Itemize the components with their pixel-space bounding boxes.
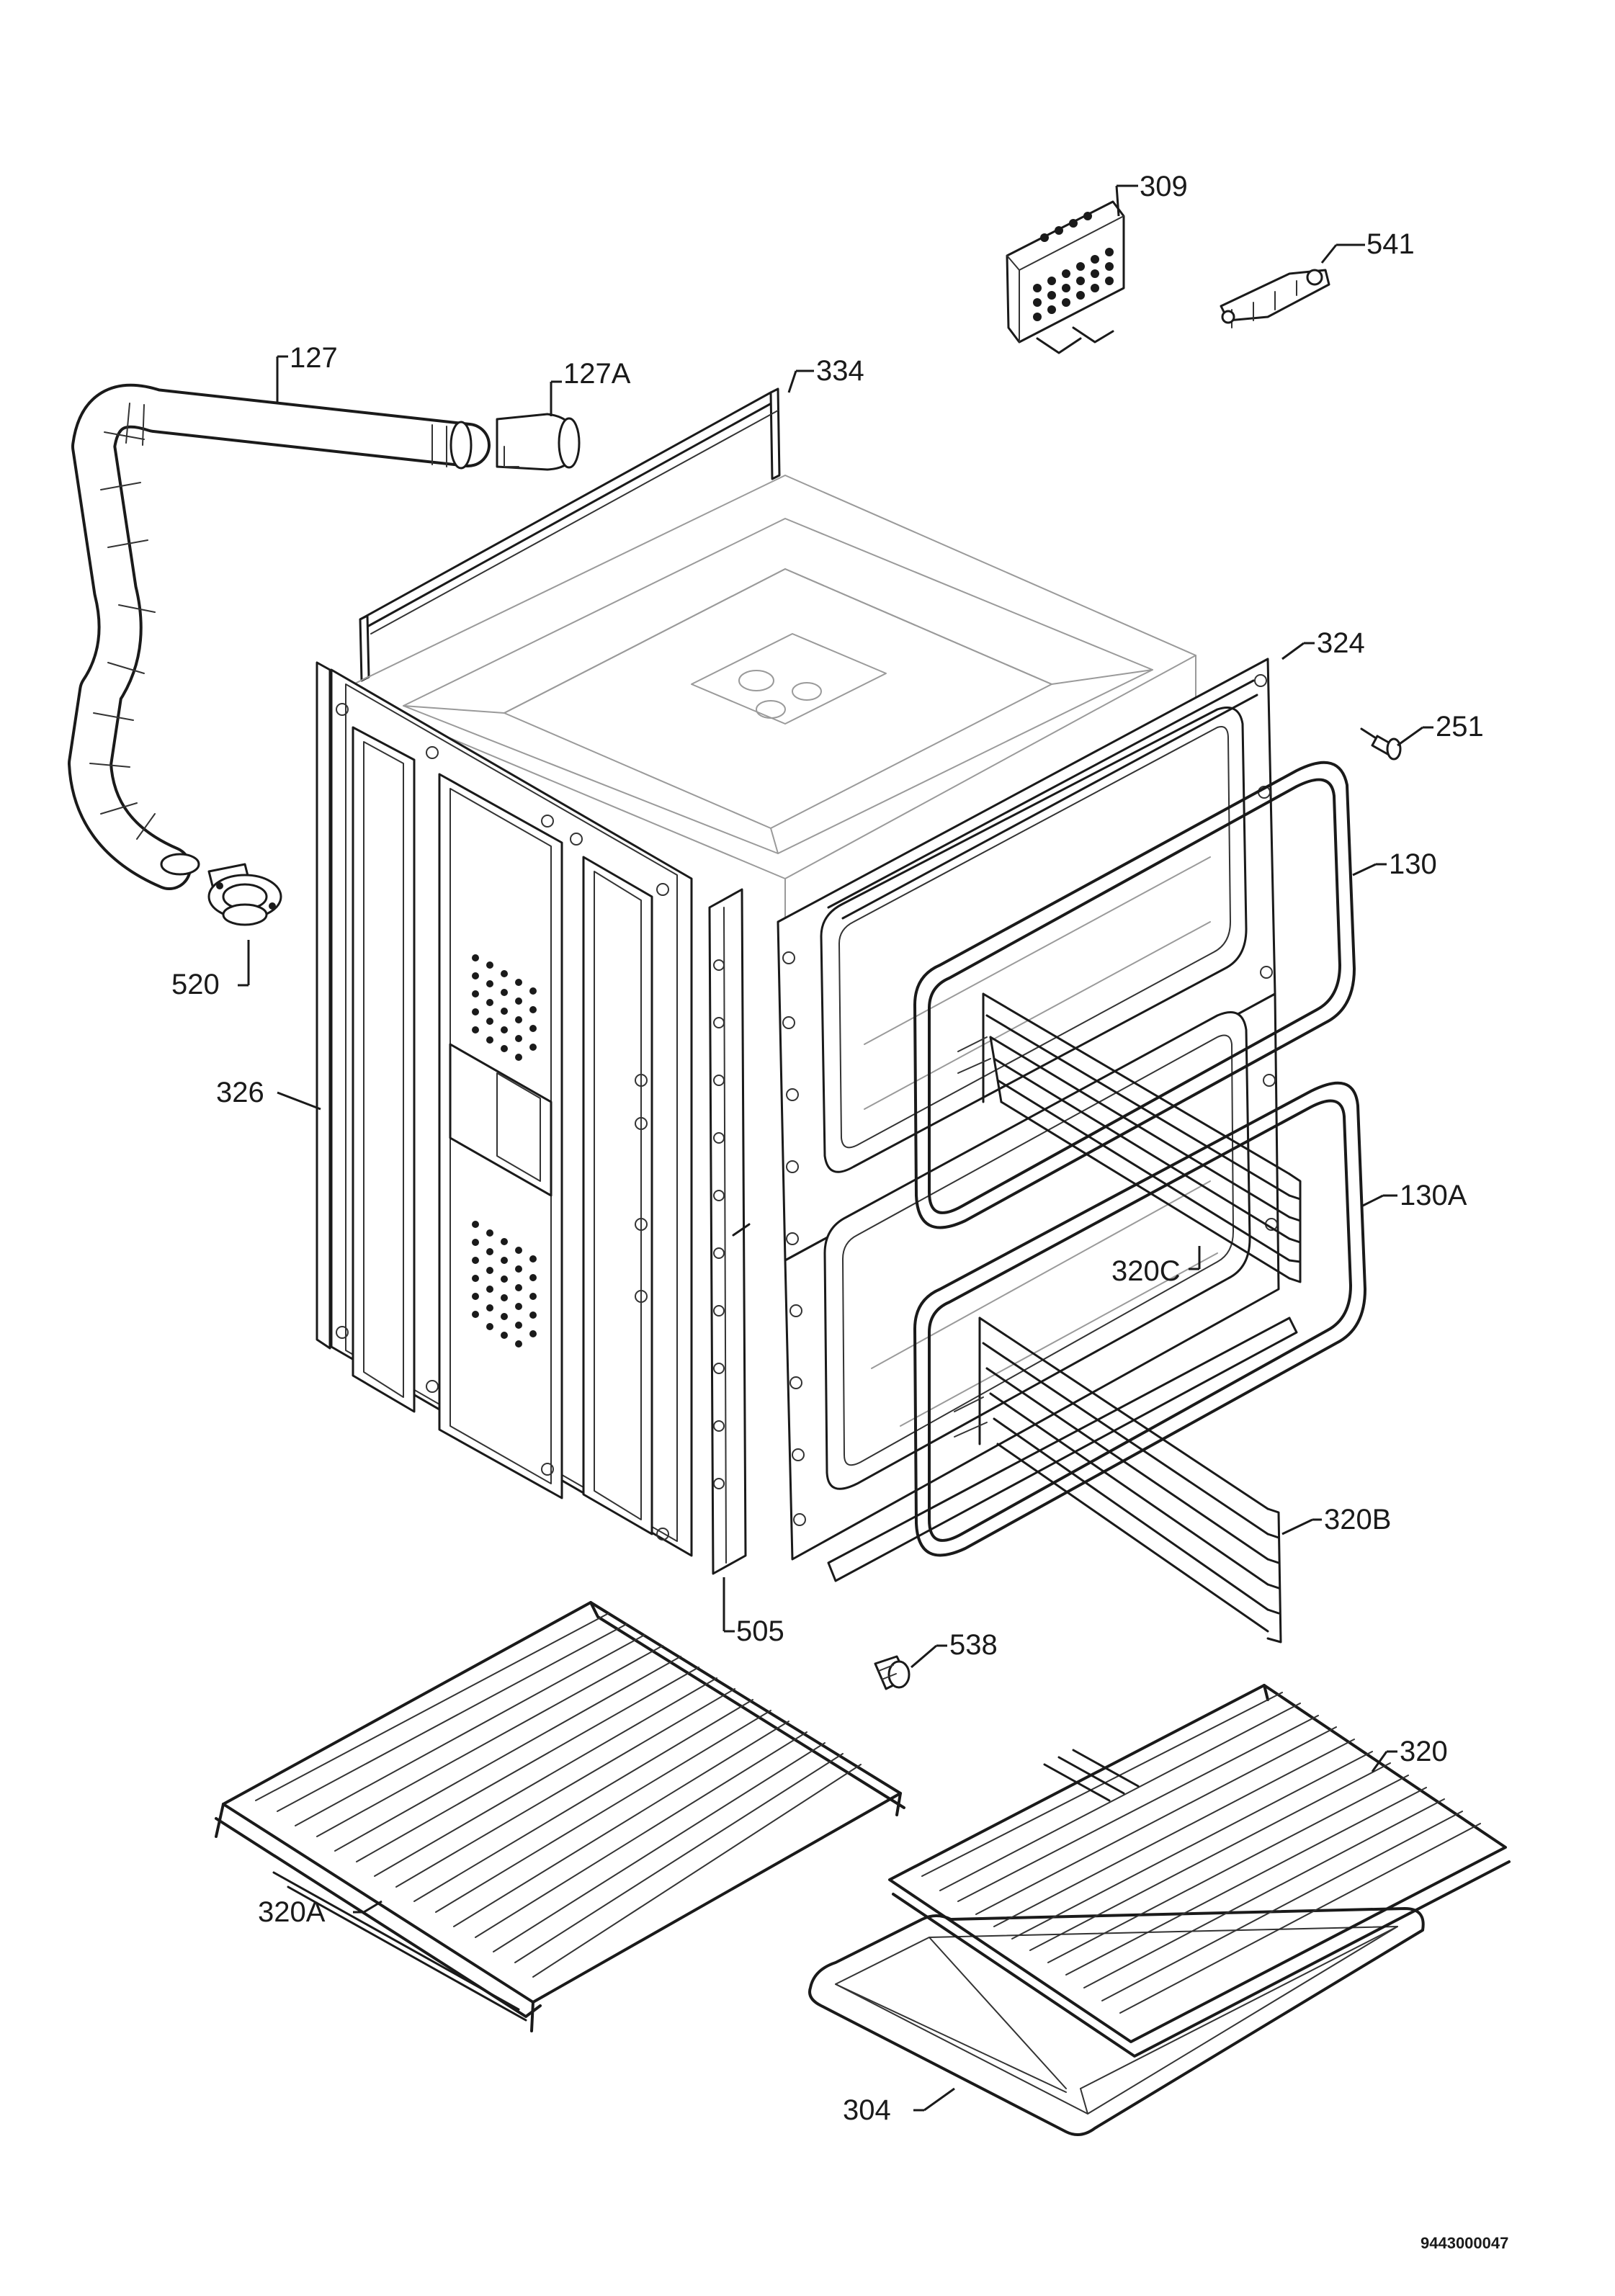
callout-320c: 320C — [1111, 1255, 1181, 1287]
leader-lines — [238, 184, 1433, 2112]
callout-320: 320 — [1400, 1736, 1448, 1767]
part-127-cooling-hose — [68, 383, 491, 890]
part-130-upper-seal — [913, 761, 1356, 1229]
part-320c-upper-side-rack — [957, 992, 1302, 1283]
part-304-baking-tray — [808, 1907, 1425, 2136]
part-541-connector — [1220, 269, 1330, 328]
part-324-front-frame — [777, 658, 1298, 1582]
callout-541: 541 — [1366, 228, 1415, 260]
callout-520: 520 — [171, 969, 220, 1000]
callout-324: 324 — [1317, 627, 1365, 659]
callout-320a: 320A — [258, 1896, 326, 1928]
part-538-nut — [874, 1655, 911, 1690]
part-334-top-bracket — [359, 387, 781, 682]
document-id: 9443000047 — [1421, 2234, 1508, 2252]
part-520-hose-connector — [207, 863, 282, 926]
part-505-side-rail — [708, 888, 751, 1575]
callout-251: 251 — [1436, 711, 1484, 743]
part-320a-wire-shelf — [215, 1601, 905, 2032]
callout-309: 309 — [1140, 171, 1188, 202]
part-320-wire-shelf — [888, 1684, 1511, 2058]
callout-130a: 130A — [1400, 1180, 1467, 1211]
callout-304: 304 — [843, 2094, 891, 2126]
part-320b-lower-side-rack — [954, 1317, 1282, 1643]
callout-127a: 127A — [563, 358, 631, 390]
part-309-vent-grille — [1006, 200, 1125, 354]
oven-cavity-body — [316, 475, 1196, 1557]
callout-320b: 320B — [1324, 1504, 1391, 1535]
part-127a-hose-adapter — [496, 413, 581, 471]
callout-326: 326 — [216, 1077, 264, 1108]
callout-labels: 309 541 127 127A 334 324 251 130 520 326… — [171, 171, 1508, 2252]
part-130a-lower-seal — [913, 1081, 1366, 1557]
callout-130: 130 — [1389, 848, 1437, 880]
callout-505: 505 — [736, 1615, 784, 1647]
callout-127: 127 — [290, 342, 338, 374]
callout-538: 538 — [949, 1629, 998, 1661]
part-251-screw — [1360, 727, 1402, 761]
callout-334: 334 — [816, 355, 864, 387]
